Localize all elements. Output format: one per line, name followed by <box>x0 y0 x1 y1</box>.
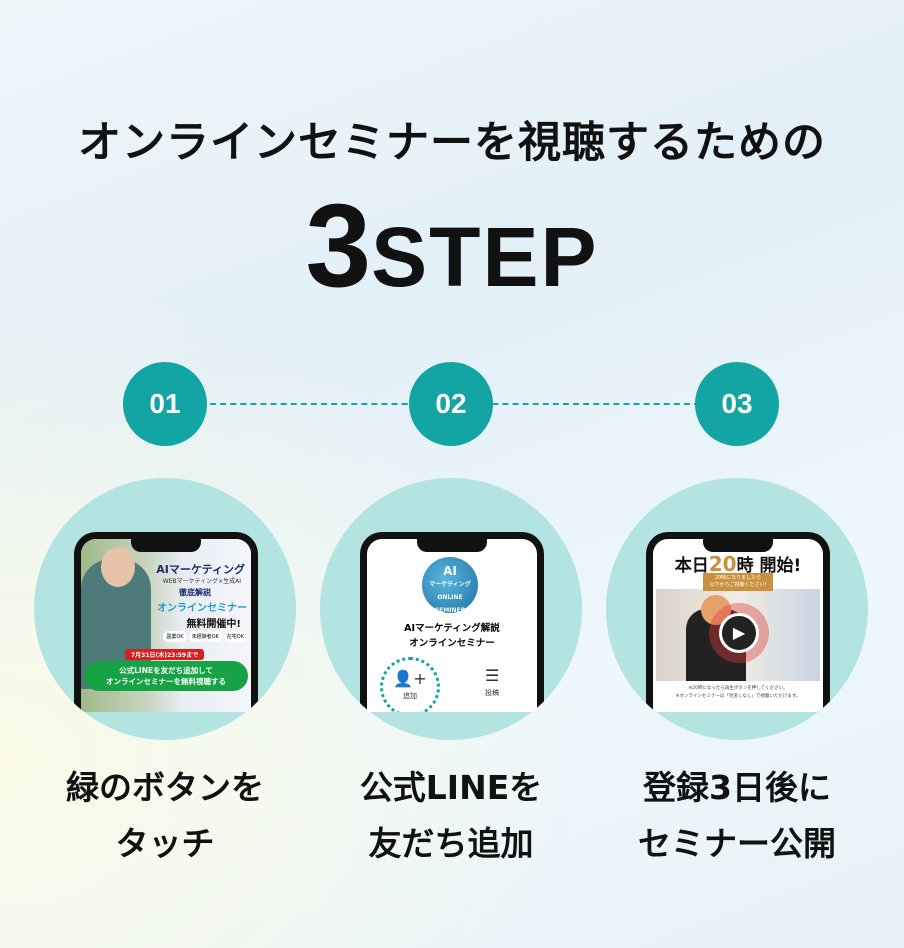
document-icon: ☰ <box>485 666 500 685</box>
step2-caption: 公式LINEを友だち追加 <box>359 768 543 863</box>
play-icon[interactable]: ▶ <box>719 613 759 653</box>
step-number-2: 02 <box>409 362 493 446</box>
headline-number: 3 <box>305 180 372 312</box>
lp-screen: AIマーケティング WEBマーケティング×生成AI 徹底解説 オンラインセミナー… <box>81 539 251 712</box>
step3-illustration: 本日20時 開始! ▶ 20時になりましたら以下からご視聴ください! ※20時に… <box>606 478 868 740</box>
step-number-1: 01 <box>123 362 207 446</box>
headline-word: STEP <box>371 210 599 304</box>
add-user-icon: 👤+ <box>393 669 427 688</box>
step-number-3: 03 <box>695 362 779 446</box>
video-notes: ※20時になったら再生ボタンを押してください。※オンラインセミナーは「見逃しなし… <box>675 686 801 699</box>
phone-mockup: 本日20時 開始! ▶ 20時になりましたら以下からご視聴ください! ※20時に… <box>646 532 830 712</box>
add-friend-button[interactable]: 👤+追加 <box>380 657 440 712</box>
tag: 副業OK <box>163 631 187 642</box>
step1-illustration: AIマーケティング WEBマーケティング×生成AI 徹底解説 オンラインセミナー… <box>34 478 296 740</box>
deadline-badge: 7月31日(木)23:59まで <box>125 649 205 660</box>
video-player[interactable]: ▶ <box>656 589 820 681</box>
page-title: オンラインセミナーを視聴するための <box>78 118 826 168</box>
tag: 在宅OK <box>223 631 247 642</box>
lp-topic: 徹底解説 <box>179 588 211 597</box>
lp-headline: AIマーケティング <box>156 563 245 576</box>
start-time: 本日20時 開始! <box>674 552 802 576</box>
tag: 未経験者OK <box>188 631 222 642</box>
lp-title: オンラインセミナー <box>157 603 247 614</box>
lp-free: 無料開催中! <box>186 619 241 630</box>
step3-caption: 登録3日後にセミナー公開 <box>638 768 836 863</box>
account-name: AIマーケティング解説オンラインセミナー <box>404 623 500 649</box>
line-cta-button[interactable]: 公式LINEを友だち追加してオンラインセミナーを無料視聴する <box>84 661 248 691</box>
phone-mockup: AIマーケティング WEBマーケティング×生成AI 徹底解説 オンラインセミナー… <box>74 532 258 712</box>
notice-bubble: 20時になりましたら以下からご視聴ください! <box>703 573 773 591</box>
lp-sub: WEBマーケティング×生成AI <box>162 578 241 585</box>
post-button[interactable]: ☰投稿 <box>485 666 500 698</box>
headline-3step: 3STEP <box>0 178 904 314</box>
step1-caption: 緑のボタンをタッチ <box>66 768 264 863</box>
